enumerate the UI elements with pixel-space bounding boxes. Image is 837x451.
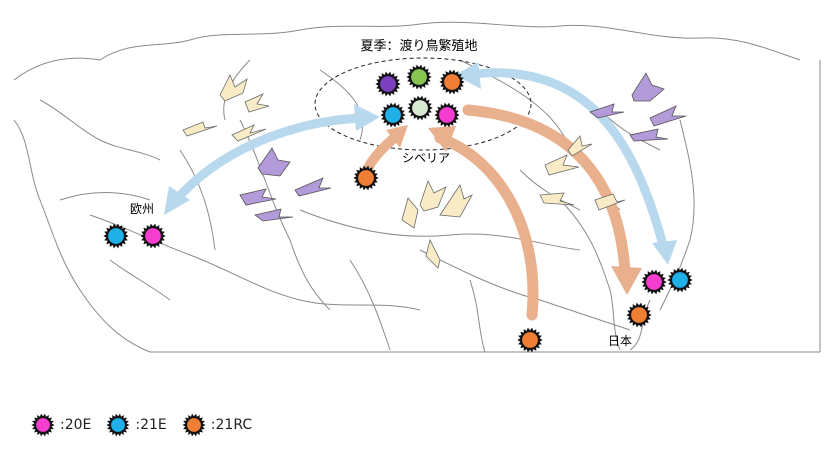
legend-label: :21E xyxy=(135,417,167,433)
bird-icon xyxy=(254,208,294,222)
bird-icon xyxy=(182,121,218,137)
arrow-siberia-japan xyxy=(462,104,631,278)
arrowhead-to-europe xyxy=(164,186,190,215)
marker-purple xyxy=(375,71,401,97)
arrowhead-to-siberia xyxy=(354,104,380,131)
bird-icon xyxy=(631,72,665,102)
eurasia-map xyxy=(13,21,821,353)
marker-blue xyxy=(667,267,693,293)
legend-item-20e: :20E xyxy=(30,412,91,438)
birds-cream xyxy=(182,74,626,269)
marker-blue xyxy=(380,102,406,128)
marker-blue xyxy=(103,223,129,249)
bird-icon xyxy=(425,238,441,269)
bird-icon xyxy=(419,179,447,212)
bird-icon xyxy=(594,193,626,211)
bird-icon xyxy=(539,192,575,206)
marker-orange xyxy=(439,69,465,95)
bird-icon xyxy=(439,184,473,218)
virus-markers xyxy=(103,64,693,353)
japan-label: 日本 xyxy=(608,334,632,348)
bird-icon xyxy=(401,197,419,229)
legend-item-21rc: :21RC xyxy=(181,412,252,438)
europe-label: 欧州 xyxy=(130,202,154,216)
legend-label: :21RC xyxy=(210,417,253,433)
arrowhead-to-siberia-east xyxy=(455,62,481,89)
marker-orange xyxy=(517,327,543,353)
bird-icon xyxy=(589,103,625,119)
marker-orange xyxy=(353,165,379,191)
bird-icon xyxy=(629,128,669,142)
legend: :20E :21E :21RC xyxy=(30,410,266,440)
bird-icon xyxy=(294,177,332,197)
marker-pink xyxy=(641,269,667,295)
breeding-area-outline xyxy=(314,57,532,151)
birds-purple xyxy=(239,72,687,222)
bird-icon xyxy=(649,105,687,127)
legend-label: :20E xyxy=(60,417,92,433)
marker-orange xyxy=(626,302,652,328)
arrow-south-siberia xyxy=(434,132,539,321)
arrow-europe-siberia xyxy=(171,113,365,205)
bird-icon xyxy=(219,74,248,102)
bird-icon xyxy=(231,124,267,142)
legend-item-21e: :21E xyxy=(105,412,167,438)
bird-icon xyxy=(567,135,593,157)
blue-marker-icon xyxy=(106,413,130,437)
bird-icon xyxy=(257,147,291,177)
arrowhead-orange-west xyxy=(386,125,408,148)
arrow-west-siberia xyxy=(363,130,403,173)
bird-icon xyxy=(239,188,277,206)
arrowhead-orange-japan xyxy=(611,266,642,295)
siberia-label: シベリア xyxy=(402,151,450,165)
marker-pink xyxy=(140,223,166,249)
breeding-area-title: 夏季：渡り鳥繁殖地 xyxy=(360,38,477,54)
arrowhead-orange-siberia xyxy=(428,126,456,152)
bird-icon xyxy=(544,154,580,176)
migration-arrows xyxy=(164,62,677,321)
marker-green xyxy=(406,64,432,90)
marker-pink xyxy=(434,102,460,128)
marker-pale xyxy=(407,95,433,121)
arrow-japan-siberia xyxy=(467,68,670,257)
orange-marker-icon xyxy=(182,413,206,437)
bird-icon xyxy=(244,93,270,113)
arrowhead-to-japan xyxy=(652,240,677,265)
pink-marker-icon xyxy=(31,413,55,437)
